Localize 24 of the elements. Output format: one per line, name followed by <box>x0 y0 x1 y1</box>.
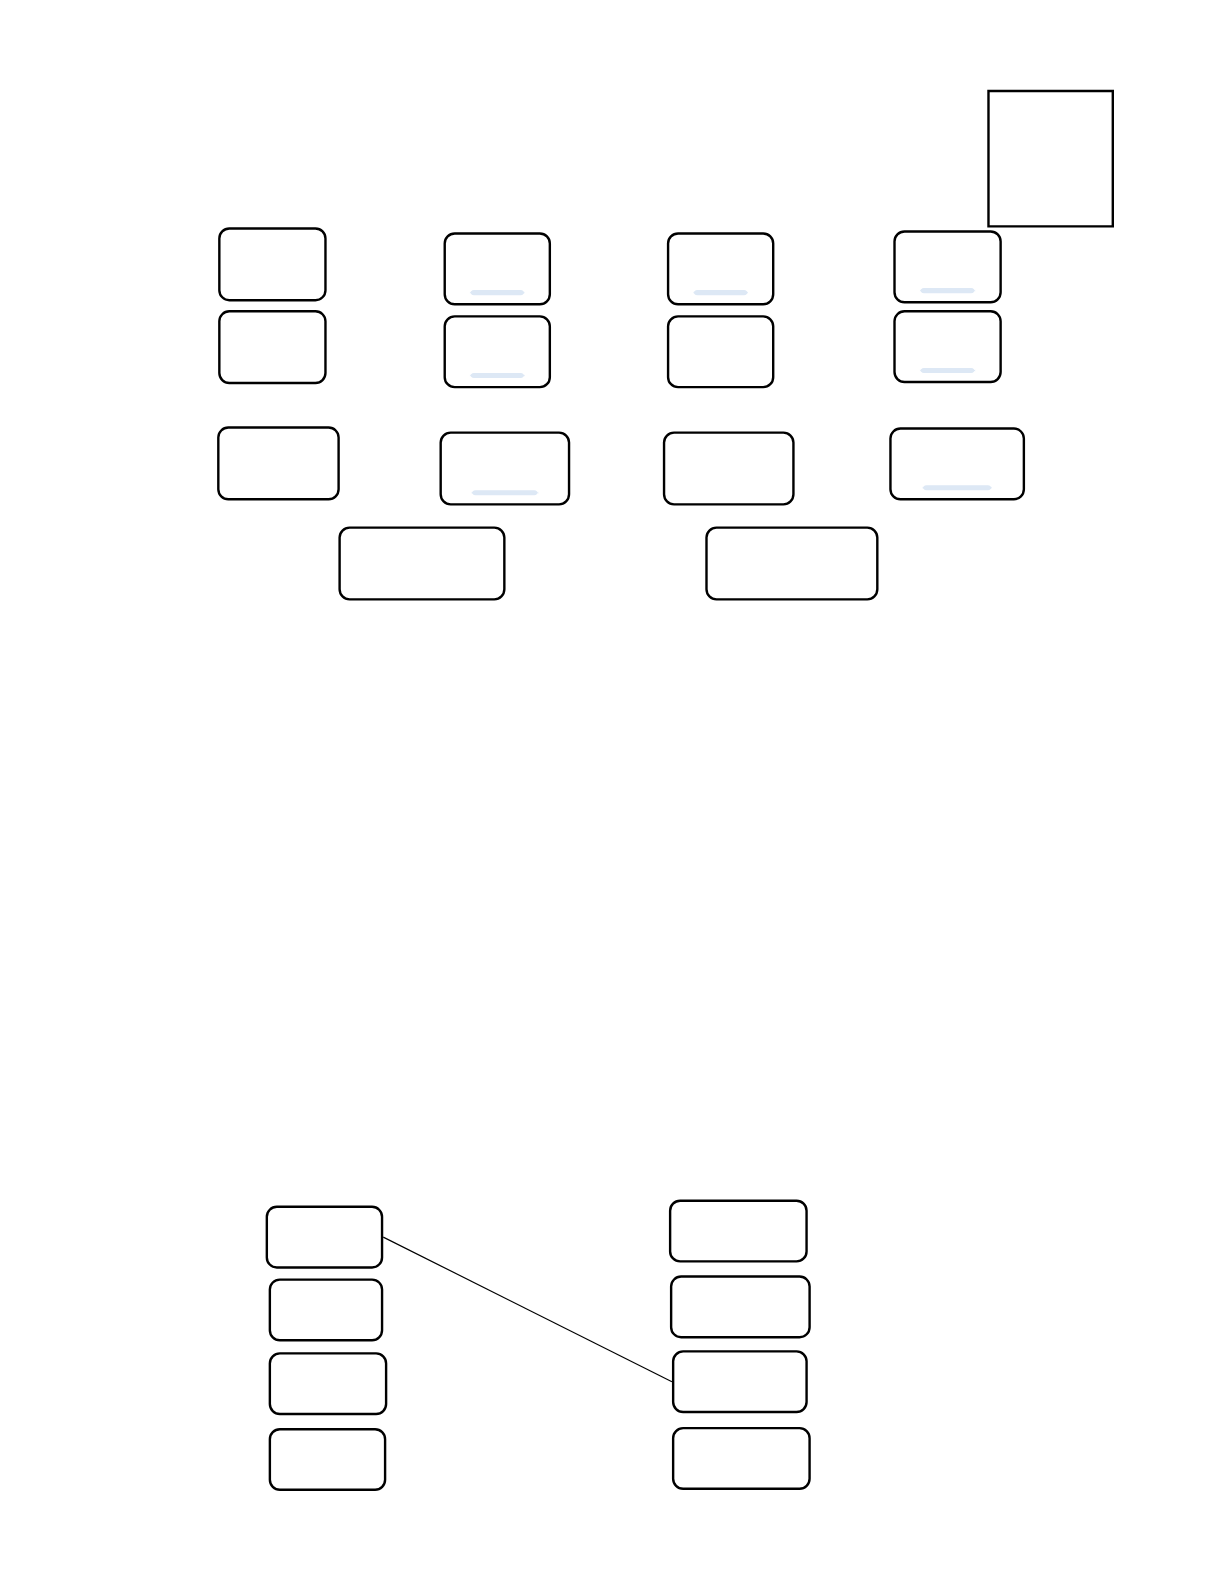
box <box>443 232 552 306</box>
box <box>443 315 552 389</box>
box <box>218 310 327 385</box>
box <box>668 1199 808 1263</box>
box <box>705 526 879 601</box>
box <box>671 1350 808 1414</box>
box <box>338 526 506 601</box>
box <box>671 1426 811 1490</box>
box <box>217 426 340 501</box>
connector-line <box>382 1236 673 1383</box>
box <box>669 1275 811 1339</box>
box <box>439 431 571 506</box>
box <box>268 1352 388 1416</box>
box <box>889 427 1026 501</box>
box <box>268 1278 384 1342</box>
box <box>265 1205 384 1269</box>
box <box>893 230 1002 304</box>
box <box>662 431 795 506</box>
box <box>666 315 775 389</box>
box <box>268 1428 387 1491</box>
box <box>987 89 1114 228</box>
box <box>666 232 775 306</box>
box <box>218 227 327 302</box>
box <box>893 310 1002 384</box>
